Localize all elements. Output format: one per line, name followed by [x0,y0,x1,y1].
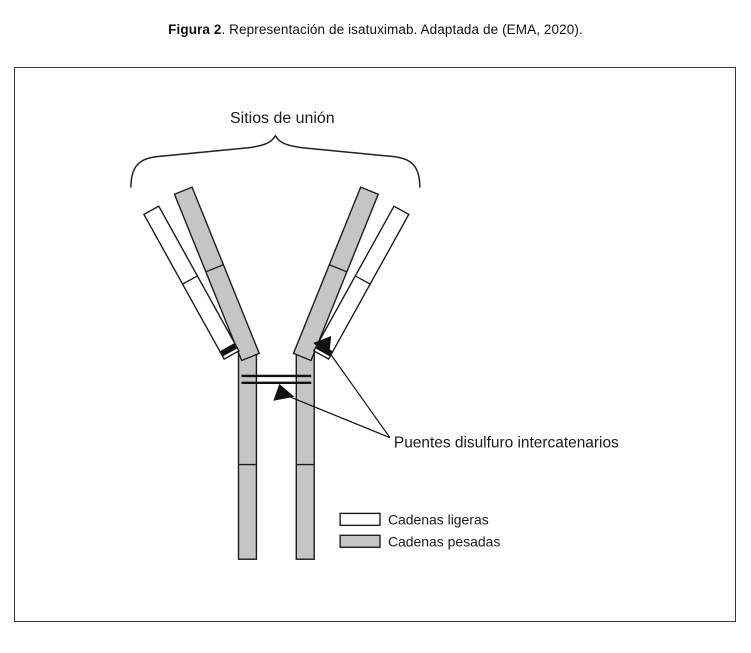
figure-caption: Figura 2. Representación de isatuximab. … [0,22,751,37]
figure-label: Figura 2 [168,22,222,37]
pointer-line-to-hinge-bonds [287,395,391,439]
legend: Cadenas ligeras Cadenas pesadas [339,511,500,549]
heavy-chain-left-stem [237,346,258,560]
light-chain-right-divider [355,275,371,285]
heavy-chain-right-stem [295,346,315,560]
pointer-line-to-arm-bond [325,347,391,439]
disulfide-bridges-label: Puentes disulfuro intercatenarios [394,435,619,452]
arrowhead-arm-bond [313,336,332,356]
binding-sites-brace [130,134,421,188]
heavy-chain-left-arm [173,186,261,362]
heavy-chain-right-arm-body [292,186,380,362]
legend-light-chains-label: Cadenas ligeras [388,511,489,527]
light-heavy-disulfide-left [220,343,238,357]
binding-sites-label: Sitios de unión [230,110,335,127]
antibody-diagram: Sitios de unión [130,110,619,560]
heavy-chain-right-arm [292,186,380,362]
light-chain-left-divider [182,275,198,285]
light-chain-right-body [312,205,410,361]
figure-caption-text: . Representación de isatuximab. Adaptada… [221,22,583,37]
heavy-chain-right-arm-divider [329,264,348,273]
heavy-chain-left-arm-body [173,186,261,362]
legend-heavy-chain-swatch [339,534,381,548]
figure-panel: Sitios de unión [14,67,736,622]
light-chain-left-body [142,205,240,361]
heavy-chain-left-arm-divider [205,264,224,273]
light-chain-left [142,205,240,361]
arrowhead-hinge-bonds [273,383,295,401]
legend-heavy-chains-label: Cadenas pesadas [388,533,500,549]
legend-light-chain-swatch [339,512,381,527]
